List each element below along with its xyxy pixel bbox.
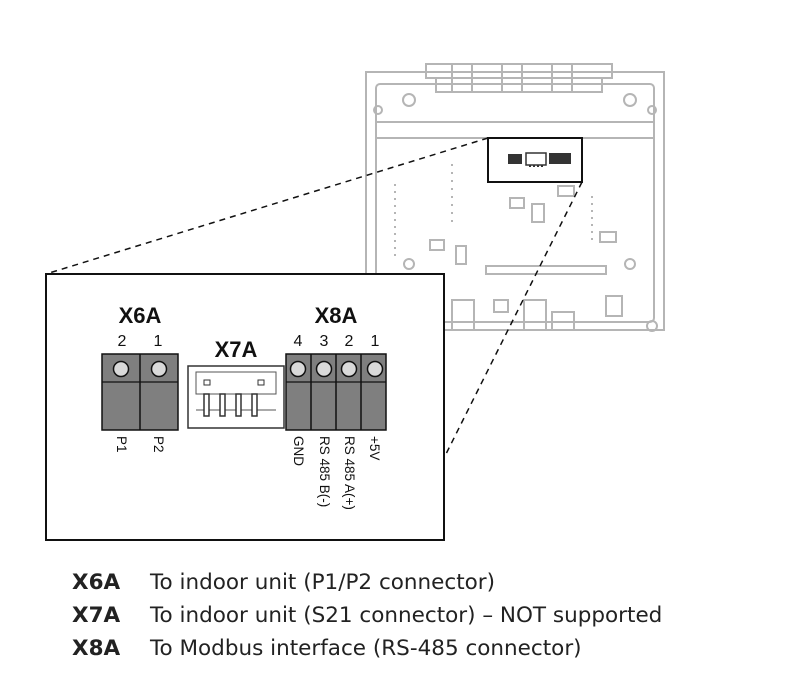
- legend-row-x6a: X6A To indoor unit (P1/P2 connector): [72, 566, 662, 599]
- connector-x8a: X8A 4 3 2 1 GND RS 485 B(-) RS 485 A(+) …: [285, 303, 387, 510]
- x8a-pin: [315, 360, 333, 378]
- x8a-pin-label: 4: [294, 333, 303, 350]
- x8a-pin-label: 3: [320, 333, 329, 350]
- x8a-signal-label: RS 485 B(-): [317, 436, 332, 507]
- legend-row-x7a: X7A To indoor unit (S21 connector) – NOT…: [72, 599, 662, 632]
- x6a-signal-label: P1: [114, 436, 129, 453]
- connector-legend: X6A To indoor unit (P1/P2 connector) X7A…: [72, 566, 662, 665]
- x8a-pin-label: 2: [345, 333, 354, 350]
- legend-description: To indoor unit (S21 connector) – NOT sup…: [150, 603, 663, 628]
- zoom-lines: [45, 137, 583, 459]
- x6a-pin: [112, 360, 130, 378]
- x6a-pin-label: 2: [118, 333, 127, 350]
- connector-x6a: X6A 2 1 P1 P2: [101, 303, 179, 453]
- zoom-source-box: [487, 137, 583, 183]
- x6a-pin: [150, 360, 168, 378]
- legend-code: X8A: [72, 636, 121, 661]
- pcb-board: [365, 63, 665, 332]
- x8a-pin: [340, 360, 358, 378]
- connector-x7a: X7A: [187, 337, 285, 429]
- x8a-pin: [366, 360, 384, 378]
- x6a-signal-label: P2: [151, 436, 166, 453]
- legend-description: To indoor unit (P1/P2 connector): [150, 570, 496, 595]
- x8a-signal-label: GND: [291, 436, 306, 466]
- x6a-title: X6A: [119, 303, 162, 328]
- legend-code: X7A: [72, 603, 121, 628]
- legend-row-x8a: X8A To Modbus interface (RS-485 connecto…: [72, 632, 662, 665]
- legend-code: X6A: [72, 570, 121, 595]
- x6a-pin-label: 1: [154, 333, 163, 350]
- legend-description: To Modbus interface (RS-485 connector): [150, 636, 582, 661]
- x8a-pin-label: 1: [371, 333, 380, 350]
- x8a-title: X8A: [315, 303, 358, 328]
- x7a-title: X7A: [215, 337, 258, 362]
- x8a-pin: [289, 360, 307, 378]
- x7a-pins: [203, 393, 258, 417]
- x8a-signal-label: +5V: [367, 436, 382, 460]
- x8a-signal-label: RS 485 A(+): [342, 436, 357, 510]
